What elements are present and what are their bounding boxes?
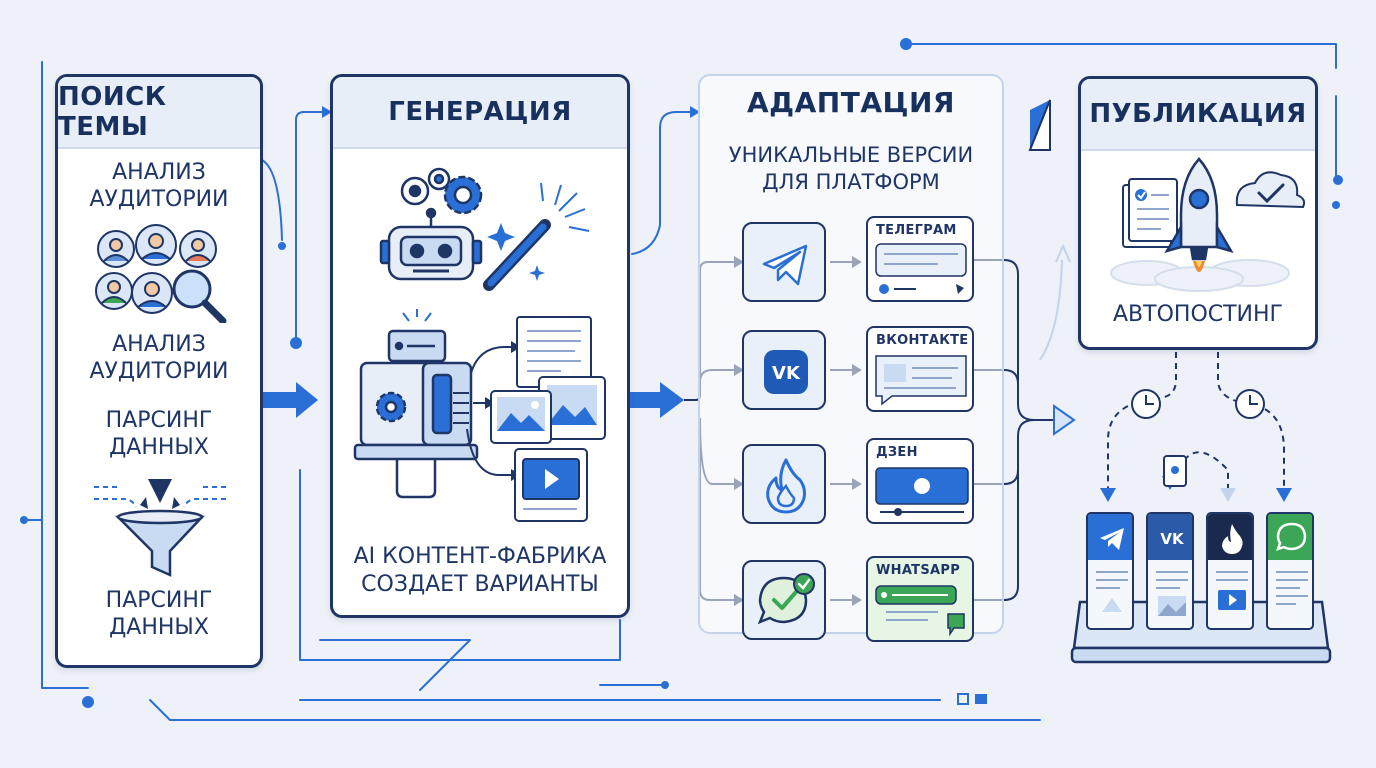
stage-adaptation-title: АДАПТАЦИЯ (747, 86, 955, 119)
output-vk: VK (1146, 512, 1194, 630)
telegram-icon (1100, 528, 1124, 550)
search-label-parsing: ПАРСИНГ ДАННЫХ (105, 408, 213, 460)
telegram-small-icon (879, 284, 889, 294)
video-icon (514, 448, 588, 522)
circuit-trace (261, 159, 283, 241)
circuit-node (900, 38, 912, 50)
vk-icon: VK (764, 350, 808, 394)
platform-whatsapp (742, 560, 826, 640)
stage-generation-panel: ГЕНЕРАЦИЯ (330, 74, 630, 618)
stage-generation-title: ГЕНЕРАЦИЯ (333, 77, 627, 149)
magnifier-icon (172, 269, 227, 323)
circuit-node (20, 516, 28, 524)
vk-logo-text: VK (772, 363, 801, 384)
magic-wand-icon (483, 182, 590, 291)
circuit-node (975, 694, 987, 704)
circuit-node (661, 681, 669, 689)
circuit-node (1333, 175, 1343, 185)
stage-search-title: ПОИСК ТЕМЫ (58, 77, 260, 149)
card-telegram: ТЕЛЕГРАМ (866, 216, 974, 302)
image-icon (490, 376, 606, 444)
rocket-launch-icon (1110, 157, 1306, 292)
vk-icon: VK (1160, 530, 1185, 548)
content-factory-icon (353, 309, 606, 522)
document-check-icon (1122, 178, 1178, 248)
platform-dzen (742, 444, 826, 524)
generation-caption: AI КОНТЕНТ-ФАБРИКА СОЗДАЕТ ВАРИАНТЫ (353, 544, 607, 597)
circuit-trace (319, 639, 471, 691)
card-dzen-label: ДЗЕН (876, 445, 918, 460)
card-vk-label: ВКОНТАКТЕ (876, 333, 969, 348)
arrowhead (690, 106, 700, 118)
robot-gears-icon (379, 167, 590, 291)
dzen-flame-icon (766, 458, 806, 514)
play-icon (914, 478, 930, 494)
stage-publication-title: ПУБЛИКАЦИЯ (1081, 79, 1315, 151)
cloud-check-icon (1235, 171, 1306, 209)
card-vk: ВКОНТАКТЕ (866, 326, 974, 412)
clock-icon (1235, 389, 1265, 419)
platform-telegram (742, 222, 826, 302)
clock-icon (1131, 389, 1161, 419)
circuit-node (290, 337, 302, 349)
output-whatsapp (1266, 512, 1314, 630)
circuit-node (278, 242, 286, 250)
data-funnel-icon (94, 479, 226, 577)
adaptation-subtitle: УНИКАЛЬНЫЕ ВЕРСИИ ДЛЯ ПЛАТФОРМ (728, 143, 974, 194)
telegram-icon (762, 244, 808, 286)
circuit-trace (299, 469, 621, 661)
circuit-trace (149, 699, 1041, 721)
output-dzen (1206, 512, 1254, 630)
circuit-node (82, 696, 94, 708)
stage-publication-panel: ПУБЛИКАЦИЯ АВТОПОСТИНГ (1078, 76, 1318, 350)
whatsapp-icon (757, 573, 815, 625)
search-label-parsing-2: ПАРСИНГ ДАННЫХ (105, 588, 213, 640)
card-whatsapp-label: WHATSAPP (876, 563, 961, 578)
flow-arrow (630, 382, 684, 418)
flow-arrow (262, 382, 318, 418)
circuit-node (1332, 201, 1340, 209)
small-phone-icon (1163, 455, 1187, 487)
search-label-audience-2: АНАЛИЗ АУДИТОРИИ (89, 332, 229, 384)
platform-vk: VK (742, 330, 826, 410)
card-telegram-label: ТЕЛЕГРАМ (876, 223, 957, 238)
card-dzen: ДЗЕН (866, 438, 974, 524)
output-telegram (1086, 512, 1134, 630)
flow-connector (295, 111, 327, 343)
search-label-audience: АНАЛИЗ АУДИТОРИИ (89, 160, 229, 212)
flow-connector (631, 111, 695, 255)
merge-arrow (1053, 404, 1076, 436)
circuit-trace (41, 61, 89, 689)
publication-caption: АВТОПОСТИНГ (1113, 302, 1283, 327)
circuit-trace (907, 43, 1337, 181)
audience-people-icon (95, 224, 227, 323)
card-whatsapp: WHATSAPP (866, 556, 974, 642)
dzen-flame-icon (1222, 524, 1243, 554)
whatsapp-icon (1276, 522, 1307, 551)
stage-search-panel: ПОИСК ТЕМЫ АНАЛИЗ АУДИТОРИИ АНАЛИЗ АУДИТ… (55, 74, 263, 668)
arrowhead (322, 106, 332, 118)
